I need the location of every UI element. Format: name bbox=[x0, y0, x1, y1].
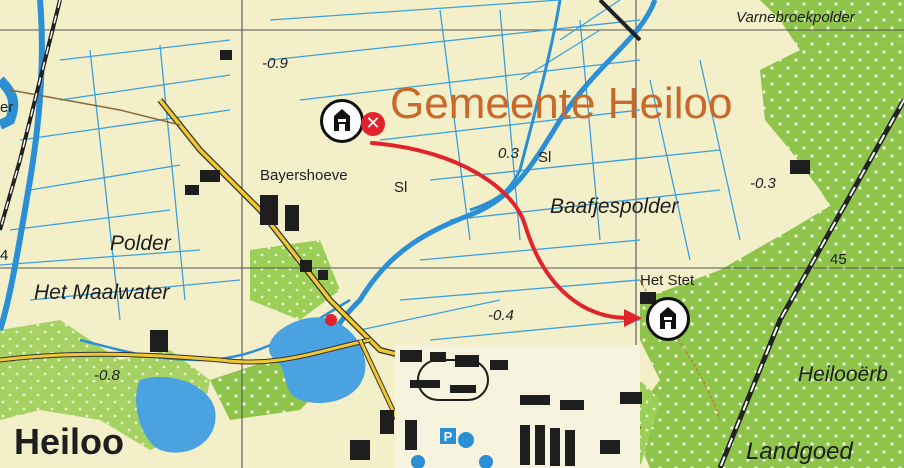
edge-label: 4 bbox=[0, 247, 9, 264]
sluice-label: Sl bbox=[538, 149, 552, 166]
service-icon bbox=[411, 455, 425, 468]
elevation-label: -0.3 bbox=[750, 175, 776, 192]
area-label-baafjespolder: Baafjespolder bbox=[550, 195, 679, 218]
elevation-label: -0.4 bbox=[488, 307, 514, 324]
area-label-polder: Polder bbox=[110, 232, 171, 255]
parking-label: P bbox=[444, 429, 453, 444]
castle-icon bbox=[334, 109, 350, 131]
destination-castle-marker[interactable] bbox=[646, 297, 690, 341]
poi-dot-icon bbox=[325, 314, 337, 326]
origin-castle-marker[interactable] bbox=[320, 99, 364, 143]
pond bbox=[136, 376, 216, 453]
service-icon bbox=[458, 432, 474, 448]
sluice-label: Sl bbox=[394, 179, 408, 196]
parking-icon bbox=[440, 428, 456, 444]
area-label-heilooerbos: Heilooërb bbox=[798, 363, 888, 386]
elevation-label: 45 bbox=[830, 251, 847, 268]
elevation-label: -0.8 bbox=[94, 367, 120, 384]
buildings bbox=[150, 50, 810, 468]
town-label-heiloo: Heiloo bbox=[14, 421, 125, 462]
castle-icon bbox=[660, 307, 676, 329]
municipality-label: Gemeente Heiloo bbox=[390, 79, 733, 128]
route-arrow bbox=[370, 141, 642, 327]
close-icon[interactable]: ✕ bbox=[361, 112, 385, 136]
lake bbox=[268, 317, 366, 404]
elevation-label: 0.3 bbox=[498, 145, 519, 162]
place-label-het-stet: Het Stet bbox=[640, 272, 695, 289]
farm-label-bayershoeve: Bayershoeve bbox=[260, 167, 348, 184]
edge-label: er bbox=[0, 99, 14, 116]
elevation-label: -0.9 bbox=[262, 55, 288, 72]
area-label-landgoed: Landgoed bbox=[746, 438, 853, 465]
service-icon bbox=[479, 455, 493, 468]
area-label-het-maalwater: Het Maalwater bbox=[34, 281, 170, 304]
arrowhead-icon bbox=[624, 309, 642, 327]
area-label-varnebroekpolder: Varnebroekpolder bbox=[736, 9, 855, 26]
track bbox=[417, 359, 489, 401]
